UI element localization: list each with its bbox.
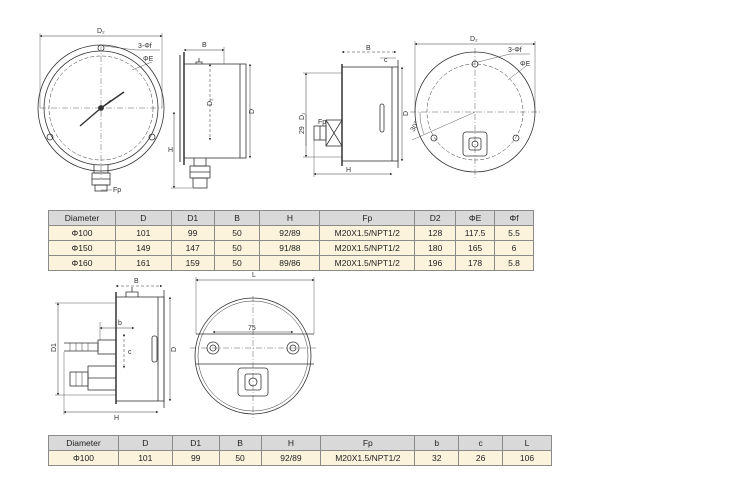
table-cell: 101 [117, 450, 173, 466]
table-row: Φ150 149 147 50 91/88 M20X1.5/NPT1/2 180… [48, 240, 534, 256]
dim-label: c [128, 349, 132, 356]
dim-label: H [114, 415, 119, 422]
dim-label: H [168, 147, 173, 154]
table-cell: 92/89 [259, 225, 321, 241]
table-cell: 5.5 [494, 225, 534, 241]
table-cell: 178 [455, 255, 496, 271]
table-cell: M20X1.5/NPT1/2 [319, 225, 416, 241]
table-cell: M20X1.5/NPT1/2 [319, 240, 416, 256]
table-cell: 32 [414, 450, 460, 466]
dim-label: L [252, 272, 256, 279]
table-header: Fp [319, 210, 416, 226]
dim-label: D₁ [299, 112, 306, 120]
table-cell: M20X1.5/NPT1/2 [320, 450, 416, 466]
table-row: Φ100 101 99 50 92/89 M20X1.5/NPT1/2 32 2… [48, 450, 552, 466]
table-header: D1 [170, 210, 215, 226]
table-cell: Φ150 [48, 240, 116, 256]
rear-side-view [303, 50, 404, 177]
side-view-2 [55, 284, 172, 415]
dim-label: D₂ [207, 98, 214, 106]
table-header: ΦE [455, 210, 496, 226]
table-cell: Φ100 [48, 225, 116, 241]
front-view [37, 33, 165, 192]
dim-label: D1 [51, 343, 58, 352]
dimension-labels: D₂ 3-Φf ΦE Fp B D₂ D H B c D₁ 29 Fp D H … [51, 28, 531, 422]
table-cell: 99 [170, 225, 215, 241]
table-header: L [502, 435, 552, 451]
table-header: D [117, 435, 173, 451]
dim-label: c [384, 57, 388, 64]
dim-label: 30° [409, 120, 421, 133]
dim-label: 29 [299, 126, 306, 134]
table-cell: 149 [114, 240, 172, 256]
dim-label: D₂ [97, 28, 105, 35]
table-header: H [259, 210, 321, 226]
table-cell: 50 [218, 450, 262, 466]
dim-label: Fp [113, 187, 121, 194]
table-cell: 196 [414, 255, 457, 271]
table-row: Φ160 161 159 50 89/86 M20X1.5/NPT1/2 196… [48, 255, 534, 271]
dim-label: D [249, 109, 256, 114]
table-header: b [414, 435, 460, 451]
dim-label: D [403, 111, 410, 116]
table-header: D1 [171, 435, 220, 451]
back-view-2 [190, 277, 316, 418]
table-header: Diameter [48, 210, 116, 226]
table-cell: 50 [213, 240, 261, 256]
table-cell: 50 [213, 225, 261, 241]
table-header: Φf [494, 210, 534, 226]
table-cell: 89/86 [259, 255, 321, 271]
dim-label: b [118, 320, 122, 327]
spec-table-2: Diameter D D1 B H Fp b c L Φ100 101 99 5… [48, 435, 552, 466]
dim-label: ΦE [143, 56, 154, 63]
table-cell: 101 [114, 225, 172, 241]
dim-label: D₂ [470, 36, 478, 43]
table-cell: 128 [414, 225, 457, 241]
table-cell: 91/88 [259, 240, 321, 256]
table-cell: 99 [171, 450, 220, 466]
dim-label: D [171, 347, 178, 352]
dim-label: B [366, 45, 371, 52]
back-view [410, 41, 540, 178]
table-cell: 50 [213, 255, 261, 271]
table-cell: M20X1.5/NPT1/2 [319, 255, 416, 271]
table-cell: 92/89 [260, 450, 322, 466]
dim-label: B [134, 278, 139, 285]
table-header: B [218, 435, 262, 451]
table-header: H [260, 435, 322, 451]
table-header: D [114, 210, 172, 226]
dim-label: ΦE [520, 61, 531, 68]
dim-label: 3-Φf [138, 43, 152, 50]
dim-label: 3-Φf [508, 47, 522, 54]
table-cell: Φ160 [48, 255, 116, 271]
table-cell: 26 [458, 450, 504, 466]
table-cell: 117.5 [455, 225, 496, 241]
dim-label: Fp [318, 119, 326, 126]
table-cell: Φ100 [48, 450, 119, 466]
table-header-row: Diameter D D1 B H Fp D2 ΦE Φf [48, 210, 534, 226]
dim-label: B [202, 42, 207, 49]
dim-label: 75 [248, 325, 256, 332]
table-cell: 161 [114, 255, 172, 271]
table-cell: 5.8 [494, 255, 534, 271]
table-cell: 159 [170, 255, 215, 271]
table-cell: 106 [502, 450, 552, 466]
table-row: Φ100 101 99 50 92/89 M20X1.5/NPT1/2 128 … [48, 225, 534, 241]
dim-label: H [346, 167, 351, 174]
spec-table-1: Diameter D D1 B H Fp D2 ΦE Φf Φ100 101 9… [48, 210, 534, 271]
table-cell: 180 [414, 240, 457, 256]
table-cell: 6 [494, 240, 534, 256]
table-header: Diameter [48, 435, 119, 451]
table-cell: 147 [170, 240, 215, 256]
table-header: Fp [320, 435, 416, 451]
table-header: c [458, 435, 504, 451]
side-view [171, 47, 252, 189]
table-cell: 165 [455, 240, 496, 256]
table-header: B [213, 210, 261, 226]
table-header: D2 [414, 210, 457, 226]
table-header-row: Diameter D D1 B H Fp b c L [48, 435, 552, 451]
